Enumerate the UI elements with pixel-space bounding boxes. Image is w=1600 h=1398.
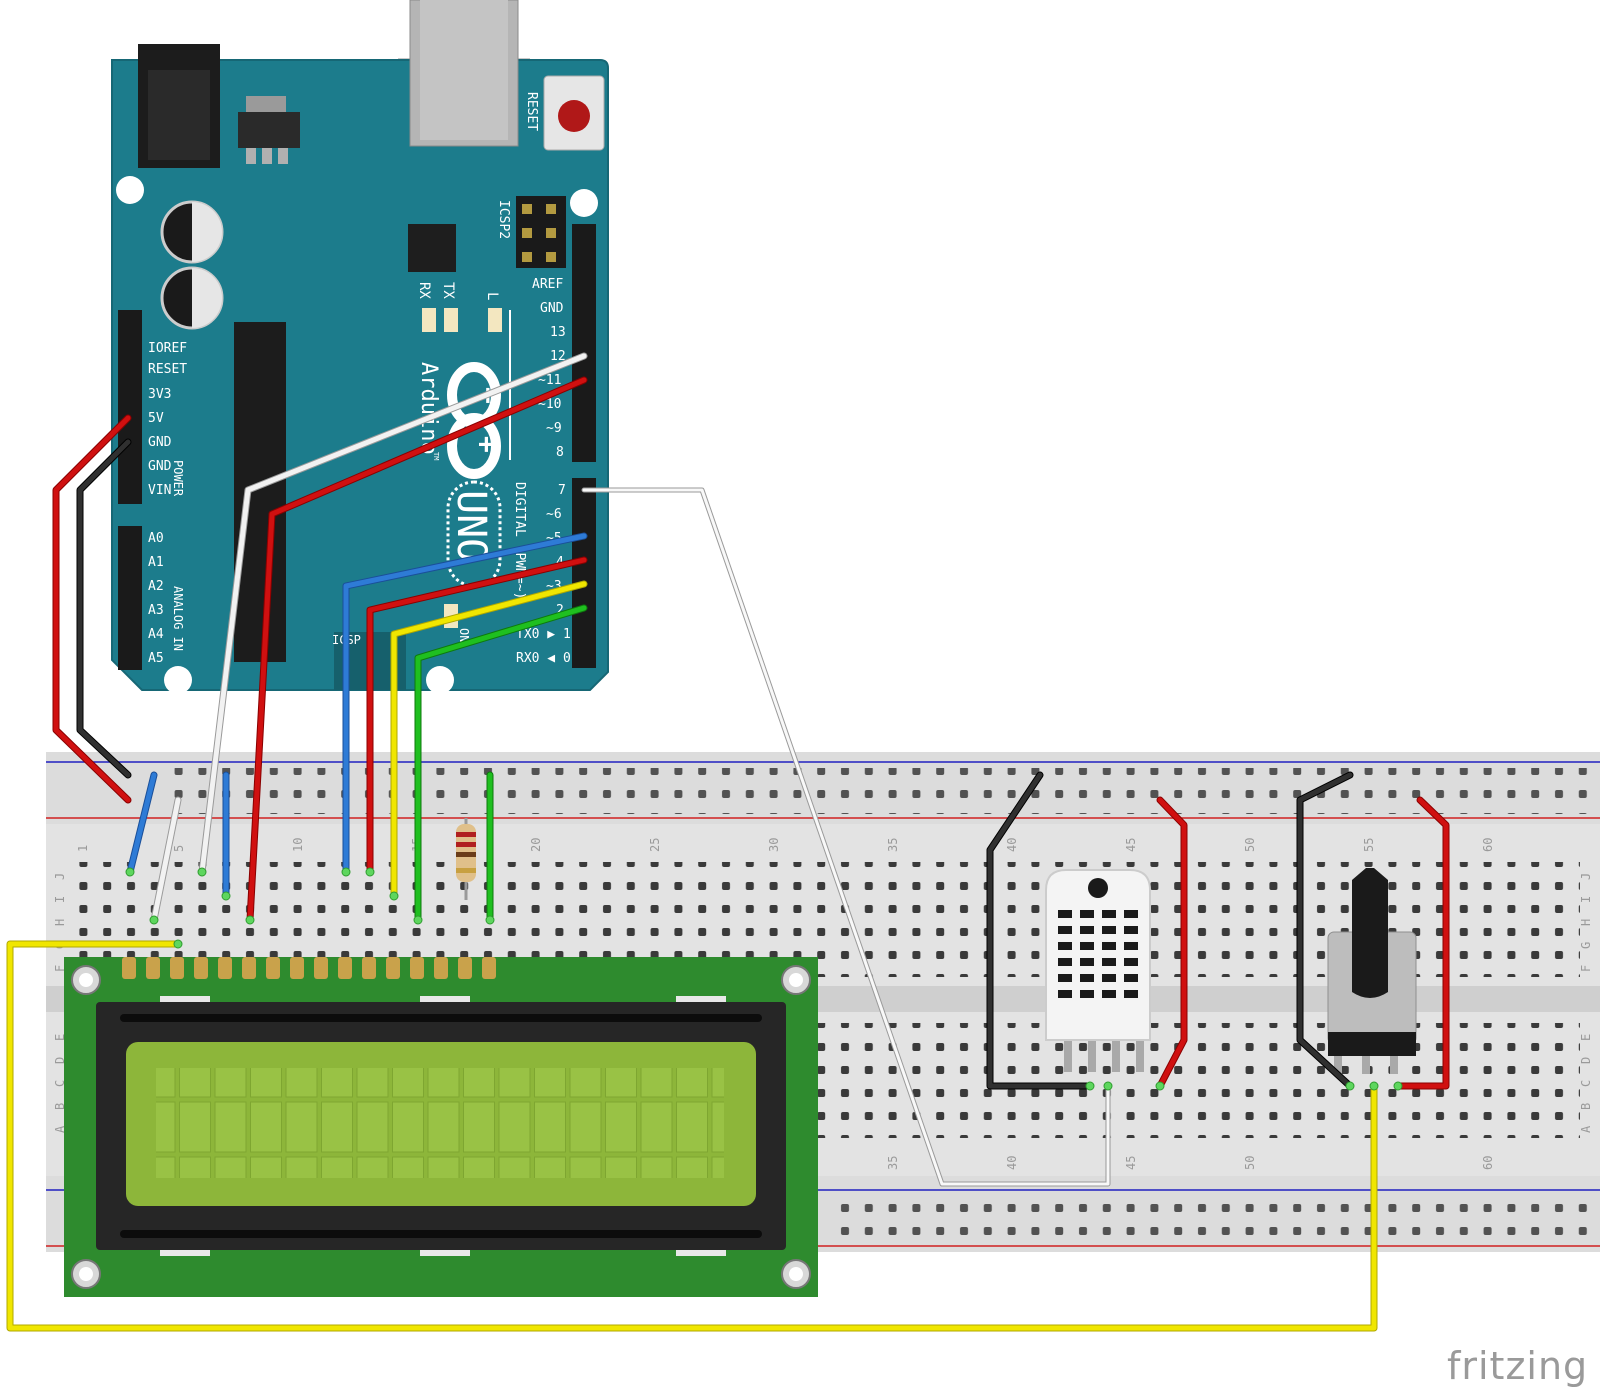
pin-label: GND: [148, 435, 172, 450]
column-number: 50: [1243, 1156, 1257, 1170]
pin-label: 7: [558, 483, 566, 498]
trademark-label: TM: [432, 452, 440, 460]
column-number: 60: [1481, 838, 1495, 852]
row-letter: F: [1579, 965, 1593, 972]
on-label: ON: [457, 628, 471, 642]
connection-points: [125, 867, 1403, 1091]
column-number: 10: [291, 838, 305, 852]
fritzing-watermark: fritzing: [1447, 1344, 1589, 1388]
pin-label: A2: [148, 579, 164, 594]
pin-label: RESET: [148, 362, 187, 377]
pin-label: RX0 ◀ 0: [516, 651, 571, 666]
wire-black-gnd: [76, 438, 132, 779]
column-number: 55: [1362, 838, 1376, 852]
arduino-logo-icon: [447, 362, 501, 479]
row-letter: F: [53, 965, 67, 972]
row-letter: E: [53, 1034, 67, 1041]
pin-label: TX0 ▶ 1: [516, 627, 571, 642]
column-number: 35: [886, 1156, 900, 1170]
tx-label: TX: [440, 282, 456, 299]
column-number: 40: [1005, 838, 1019, 852]
wires: [6, 352, 1450, 1332]
pin-label: IOREF: [148, 341, 187, 356]
row-letter: D: [1579, 1057, 1593, 1064]
row-letter: D: [53, 1057, 67, 1064]
pin-label: A4: [148, 627, 164, 642]
lcd-display: [64, 957, 818, 1297]
column-number: 1: [76, 845, 90, 852]
pin-label: ~11: [538, 373, 561, 388]
row-letter: B: [53, 1103, 67, 1110]
row-letter: G: [1579, 942, 1593, 949]
wire-red-5v: [52, 414, 132, 804]
pin-label: VIN: [148, 483, 171, 498]
row-letter: H: [53, 919, 67, 926]
row-letter: I: [1579, 896, 1593, 903]
pin-label: ~6: [546, 507, 562, 522]
pin-label: GND: [540, 301, 564, 316]
pin-label: GND: [148, 459, 172, 474]
column-number: 5: [172, 845, 186, 852]
row-letter: B: [1579, 1103, 1593, 1110]
rx-label: RX: [416, 282, 432, 299]
row-letter: H: [1579, 919, 1593, 926]
column-number: 35: [886, 838, 900, 852]
uno-model-label: UNO: [448, 490, 494, 562]
icsp2-label: ICSP2: [496, 200, 511, 239]
pin-label: 5V: [148, 411, 164, 426]
dht22-sensor: [1045, 869, 1151, 1072]
power-section-label: POWER: [171, 460, 185, 497]
potentiometer[interactable]: [1327, 868, 1417, 1074]
digital-header-high: [572, 224, 596, 462]
pin-label: A1: [148, 555, 164, 570]
row-letter: A: [1579, 1125, 1593, 1133]
column-number: 30: [767, 838, 781, 852]
column-number: 25: [648, 838, 662, 852]
arduino-uno-board: RESET ICSP2 RX TX L −: [111, 0, 609, 694]
pin-label: A5: [148, 651, 164, 666]
pin-label: 2: [556, 603, 564, 618]
analog-header: [118, 526, 142, 670]
pin-label: 3V3: [148, 387, 171, 402]
pin-label: 8: [556, 445, 564, 460]
pin-label: AREF: [532, 277, 563, 292]
resistor: [456, 818, 476, 900]
pin-label: ~9: [546, 421, 562, 436]
column-number: 45: [1124, 1156, 1138, 1170]
row-letter: I: [53, 896, 67, 903]
column-number: 50: [1243, 838, 1257, 852]
l-label: L: [484, 292, 500, 300]
analog-section-label: ANALOG IN: [171, 586, 185, 651]
column-number: 60: [1481, 1156, 1495, 1170]
row-letter: E: [1579, 1034, 1593, 1041]
power-header: [118, 310, 142, 504]
microcontroller-chip: [234, 322, 286, 662]
column-number: 45: [1124, 838, 1138, 852]
reset-label: RESET: [524, 92, 539, 131]
pin-label: 12: [550, 349, 566, 364]
column-number: 40: [1005, 1156, 1019, 1170]
pin-label: 13: [550, 325, 566, 340]
digital-header-low: [572, 478, 596, 668]
row-letter: A: [53, 1125, 67, 1133]
column-number: 20: [529, 838, 543, 852]
pin-label: A3: [148, 603, 164, 618]
row-letter: J: [53, 873, 67, 880]
row-letter: C: [1579, 1080, 1593, 1087]
row-letter: J: [1579, 873, 1593, 880]
digital-label: DIGITAL (PWM=~): [512, 482, 527, 599]
arduino-brand-label: Arduino: [416, 362, 441, 455]
svg-text:+: +: [471, 436, 504, 453]
row-letter: C: [53, 1080, 67, 1087]
pin-label: A0: [148, 531, 164, 546]
